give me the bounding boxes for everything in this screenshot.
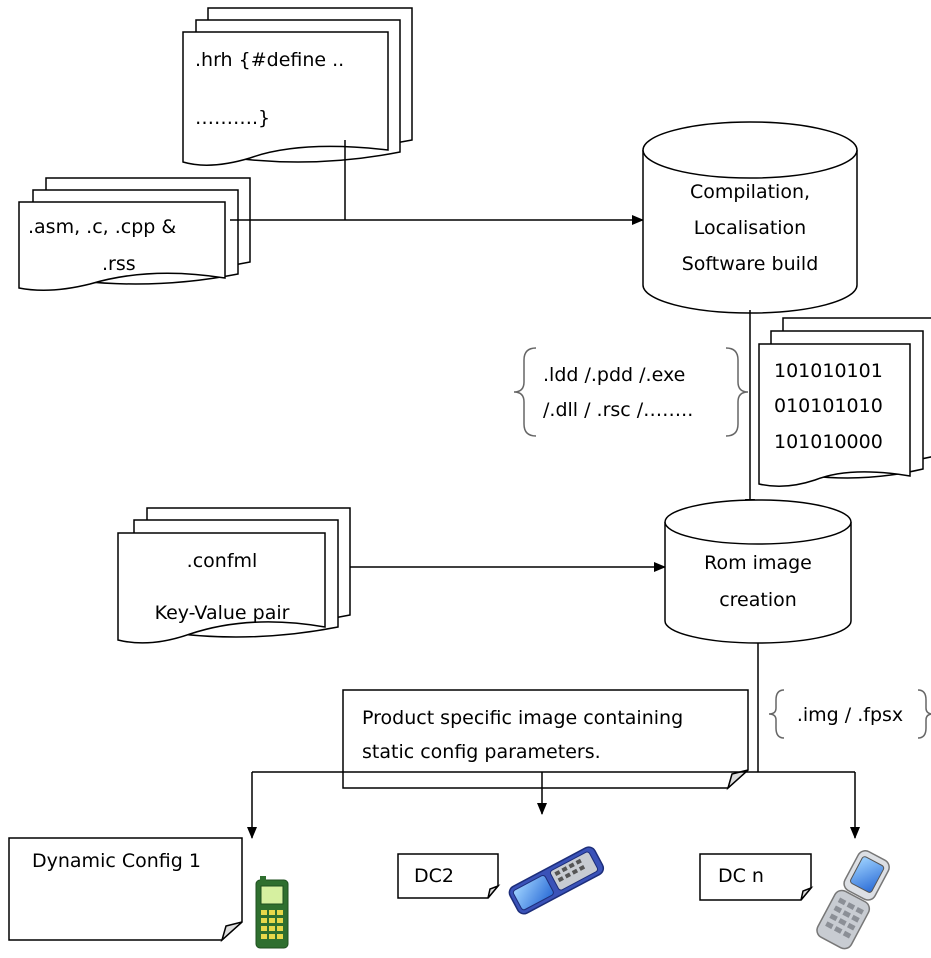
rom-database — [664, 499, 852, 644]
compilation-line1: Compilation, — [690, 181, 810, 203]
compilation-database — [642, 121, 858, 314]
source-label-line1: .asm, .c, .cpp & — [28, 216, 176, 238]
binaries-brace — [513, 347, 749, 437]
rom-line2: creation — [719, 589, 797, 611]
product-note-line2: static config parameters. — [362, 741, 601, 763]
dcn-label: DC n — [718, 865, 764, 887]
silver-flip-phone-icon — [816, 850, 890, 950]
source-label-line2: .rss — [102, 253, 136, 275]
binaries-line2: /.dll / .rsc /…….. — [543, 399, 693, 421]
dynamic-config-1-note — [8, 837, 243, 943]
product-note-line1: Product specific image containing — [362, 707, 683, 729]
img-label: .img / .fpsx — [797, 704, 903, 726]
compilation-line3: Software build — [682, 253, 819, 275]
green-phone-icon — [255, 876, 289, 949]
binary-line3: 101010000 — [774, 431, 883, 453]
dc2-label: DC2 — [414, 865, 454, 887]
distribution-bus — [247, 771, 860, 839]
confml-line2: Key-Value pair — [155, 602, 290, 624]
img-brace — [768, 689, 931, 739]
binary-document — [758, 317, 931, 487]
dc2-note — [397, 853, 501, 899]
dynamic-config-1-label: Dynamic Config 1 — [32, 850, 201, 872]
rom-line1: Rom image — [704, 552, 812, 574]
product-note — [342, 689, 749, 791]
binaries-line1: .ldd /.pdd /.exe — [543, 364, 685, 386]
hrh-label-line2: ……….} — [195, 107, 270, 129]
dcn-note — [699, 853, 814, 901]
binary-line1: 101010101 — [774, 360, 883, 382]
hrh-document — [182, 7, 413, 166]
connector-hrh-src — [230, 140, 644, 225]
compilation-line2: Localisation — [694, 217, 806, 239]
confml-line1: .confml — [187, 550, 258, 572]
blue-phone-icon — [508, 846, 605, 915]
hrh-label-line1: .hrh {#define .. — [195, 49, 344, 71]
source-document — [18, 177, 251, 291]
binary-line2: 010101010 — [774, 395, 883, 417]
confml-document — [117, 507, 351, 644]
